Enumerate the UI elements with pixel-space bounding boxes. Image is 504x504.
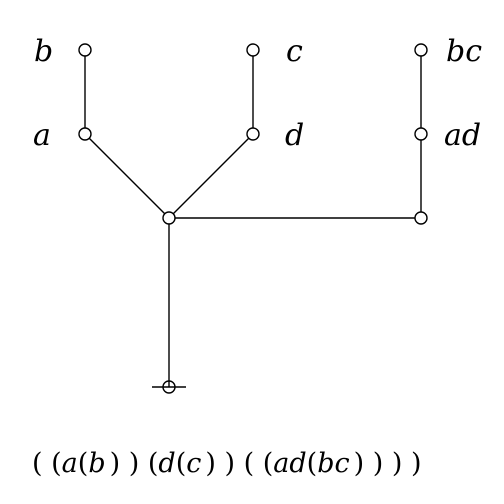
node-d <box>246 127 260 141</box>
expr-b: b <box>88 448 105 479</box>
expr-paren-1: ( ( <box>32 448 62 479</box>
label-b: b <box>34 34 53 69</box>
expr-ad: ad <box>273 448 306 479</box>
expr-paren-4: ( <box>176 448 187 479</box>
expr-paren-2: ( <box>78 448 89 479</box>
edge-a-junction <box>84 133 170 219</box>
expr-paren-5: ) ) ( ( <box>205 448 273 479</box>
label-ad: ad <box>444 118 481 153</box>
node-bc <box>414 43 428 57</box>
node-right <box>414 211 428 225</box>
expr-paren-7: ) ) ) ) <box>354 448 422 479</box>
bracket-expression: ( (a(b) ) (d(c) ) ( (ad(bc) ) ) ) <box>32 448 421 479</box>
label-d: d <box>285 118 304 153</box>
expr-bc: bc <box>317 448 349 479</box>
node-junction <box>162 211 176 225</box>
node-ad <box>414 127 428 141</box>
node-a <box>78 127 92 141</box>
expr-d: d <box>158 448 175 479</box>
expr-a: a <box>62 448 78 479</box>
expr-paren-3: ) ) ( <box>110 448 159 479</box>
expr-c: c <box>186 448 201 479</box>
node-c <box>246 43 260 57</box>
edge-d-junction <box>168 133 254 219</box>
node-b <box>78 43 92 57</box>
expr-paren-6: ( <box>307 448 318 479</box>
label-a: a <box>33 118 51 153</box>
node-root <box>162 380 176 394</box>
label-c: c <box>286 34 303 69</box>
label-bc: bc <box>446 34 482 69</box>
